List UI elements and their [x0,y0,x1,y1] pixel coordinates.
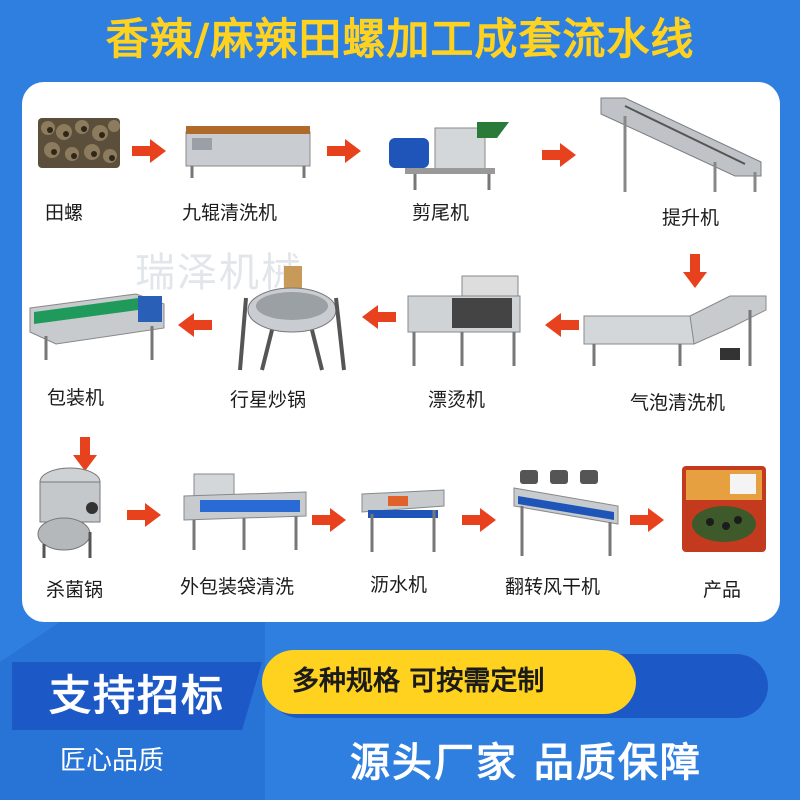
custom-spec-pill: 多种规格 可按需定制 [262,650,636,714]
snail-image [38,118,120,168]
arrow-right-icon [630,508,664,532]
dewatering-machine-image [358,484,448,554]
step-label: 沥水机 [370,574,428,596]
arrow-left-icon [362,305,396,329]
corner-decoration [0,622,60,662]
arrow-left-icon [178,313,212,337]
step-label: 包装机 [47,387,105,409]
arrow-right-icon [462,508,496,532]
watermark: 瑞泽机械 [135,250,303,296]
tender-subtitle: 匠心品质 [60,746,165,776]
bubble-washer-image [580,290,770,368]
step-label: 九辊清洗机 [182,202,278,224]
planetary-wok-image [232,262,350,372]
tender-badge: 支持招标 [12,662,262,730]
arrow-down-icon [73,437,97,471]
arrow-right-icon [327,139,361,163]
arrow-left-icon [545,313,579,337]
process-panel [22,82,780,622]
arrow-right-icon [542,143,576,167]
step-label: 剪尾机 [412,202,470,224]
factory-slogan: 源头厂家 品质保障 [350,740,702,786]
product-image [680,464,768,554]
arrow-right-icon [132,139,166,163]
blancher-image [402,270,524,370]
step-label: 气泡清洗机 [630,392,726,414]
step-label: 田螺 [45,202,84,224]
arrow-right-icon [127,503,161,527]
packaging-machine-image [26,288,168,362]
flip-air-dryer-image [510,466,622,558]
page-title: 香辣/麻辣田螺加工成套流水线 [105,15,695,65]
step-label: 漂烫机 [428,389,486,411]
step-label: 翻转风干机 [505,576,601,598]
step-label: 外包装袋清洗 [180,576,295,598]
arrow-right-icon [312,508,346,532]
tail-cutter-image [385,108,515,190]
sterilizer-image [30,462,110,558]
arrow-down-icon [683,254,707,288]
elevator-image [595,92,767,194]
step-label: 提升机 [662,207,720,229]
bag-washer-image [180,468,310,552]
step-label: 行星炒锅 [230,389,307,411]
nine-roller-washer-image [182,118,314,178]
step-label: 杀菌锅 [46,579,104,601]
step-label: 产品 [703,579,742,601]
